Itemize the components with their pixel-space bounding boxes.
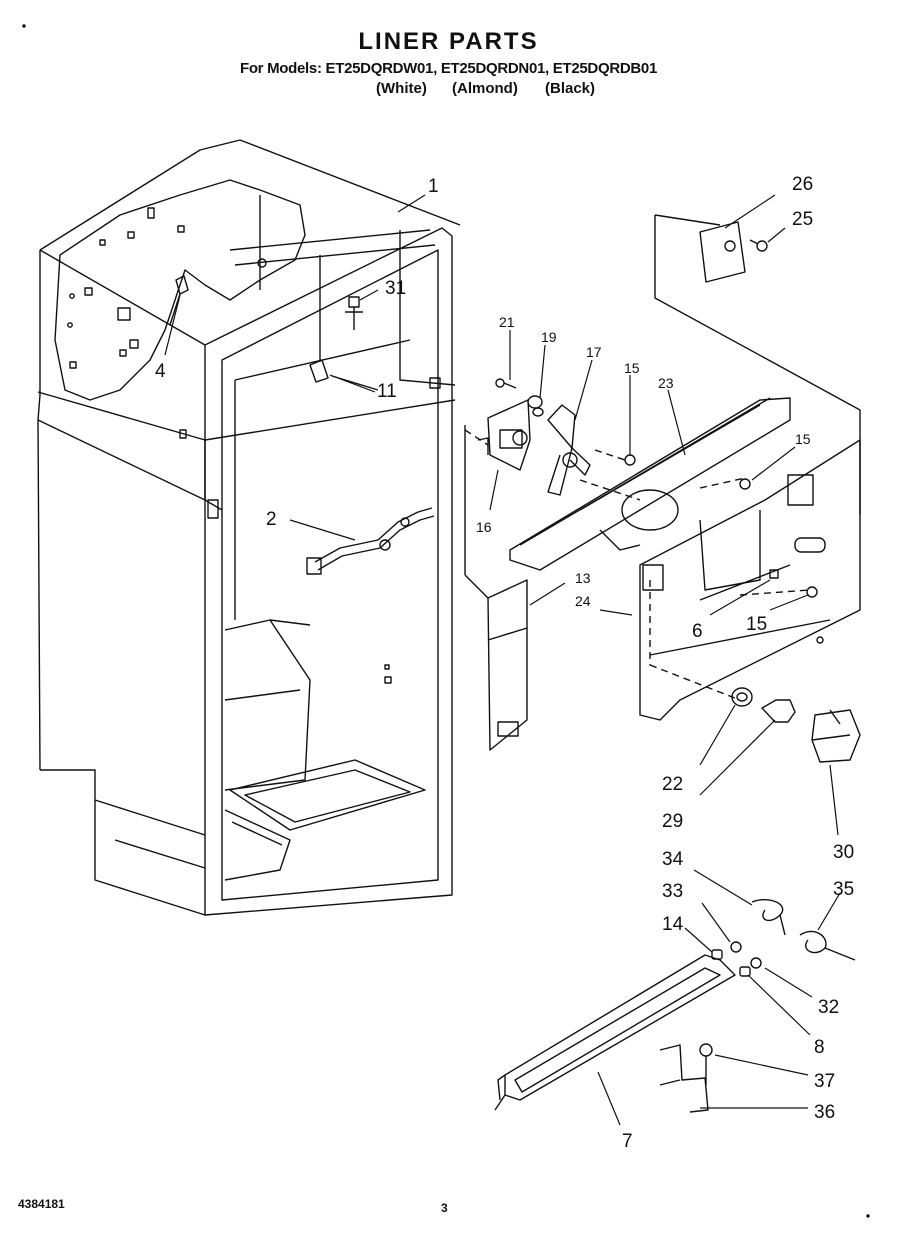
corner-mark-top-left xyxy=(22,24,26,28)
part-30-light-shield xyxy=(811,709,861,763)
part-2-wire-harness xyxy=(306,507,435,575)
callout-37: 37 xyxy=(814,1071,835,1092)
callout-21: 21 xyxy=(499,314,515,330)
part-24-rear-panel xyxy=(639,439,861,721)
callout-33: 33 xyxy=(662,881,683,902)
callout-22: 22 xyxy=(662,774,683,795)
callout-1: 1 xyxy=(428,176,439,197)
callout-15c: 15 xyxy=(746,614,767,635)
callout-19: 19 xyxy=(541,329,557,345)
part-25-screw xyxy=(749,239,768,252)
callout-32: 32 xyxy=(818,997,839,1018)
part-34-heater-wire xyxy=(751,898,786,936)
parts-33-14-32-8-grommets xyxy=(711,941,762,977)
callout-35: 35 xyxy=(833,879,854,900)
part-31-fastener xyxy=(345,296,363,330)
callout-17: 17 xyxy=(586,344,602,360)
part-26-plate xyxy=(699,221,746,283)
callout-16: 16 xyxy=(476,519,492,535)
callout-numbers: 1 4 31 11 2 21 19 17 15 23 15 16 13 24 2… xyxy=(155,174,854,1152)
color-white: (White) xyxy=(376,80,427,97)
part-7-defrost-heater xyxy=(494,954,736,1111)
dashed-routing-lines xyxy=(464,429,811,701)
callout-15b: 15 xyxy=(795,431,811,447)
models-line: For Models: ET25DQRDW01, ET25DQRDN01, ET… xyxy=(239,60,658,77)
callout-26: 26 xyxy=(792,174,813,195)
part-17-fan-blade xyxy=(547,404,591,496)
callout-7: 7 xyxy=(622,1131,633,1152)
page-number: 3 xyxy=(441,1201,448,1215)
callout-30: 30 xyxy=(833,842,854,863)
callout-31: 31 xyxy=(385,278,406,299)
callout-2: 2 xyxy=(266,509,277,530)
part-22-socket xyxy=(731,687,753,707)
callout-4: 4 xyxy=(155,361,166,382)
part-11-bracket xyxy=(309,255,379,391)
part-21-screw xyxy=(495,378,517,389)
callout-24: 24 xyxy=(575,593,591,609)
part-19-bushing xyxy=(527,395,544,417)
page-title: LINER PARTS xyxy=(358,28,539,55)
callout-36: 36 xyxy=(814,1102,835,1123)
callout-23: 23 xyxy=(658,375,674,391)
color-black: (Black) xyxy=(545,80,596,97)
callout-11: 11 xyxy=(377,381,397,402)
part-number: 4384181 xyxy=(18,1197,65,1211)
callout-29: 29 xyxy=(662,811,683,832)
callout-6: 6 xyxy=(692,621,703,642)
color-almond: (Almond) xyxy=(452,80,518,97)
part-4-clip xyxy=(169,275,189,326)
part-13-air-duct xyxy=(464,425,528,751)
part-35-wire xyxy=(799,930,856,961)
leader-lines xyxy=(164,194,841,1126)
part-29-bulb xyxy=(761,699,796,723)
control-bracket-outline xyxy=(654,214,861,515)
callout-25: 25 xyxy=(792,209,813,230)
callout-14: 14 xyxy=(662,914,684,935)
callout-13: 13 xyxy=(575,570,591,586)
callout-8: 8 xyxy=(814,1037,825,1058)
callout-34: 34 xyxy=(662,849,684,870)
liner-cabinet xyxy=(37,139,461,916)
callout-15a: 15 xyxy=(624,360,640,376)
part-37-screw xyxy=(699,1043,713,1085)
corner-mark-bottom-right xyxy=(866,1214,870,1218)
part-16-fan-motor xyxy=(477,399,531,471)
part-36-bracket xyxy=(659,1044,709,1113)
part-15-screws xyxy=(624,454,818,598)
part-23-grille xyxy=(509,397,791,571)
